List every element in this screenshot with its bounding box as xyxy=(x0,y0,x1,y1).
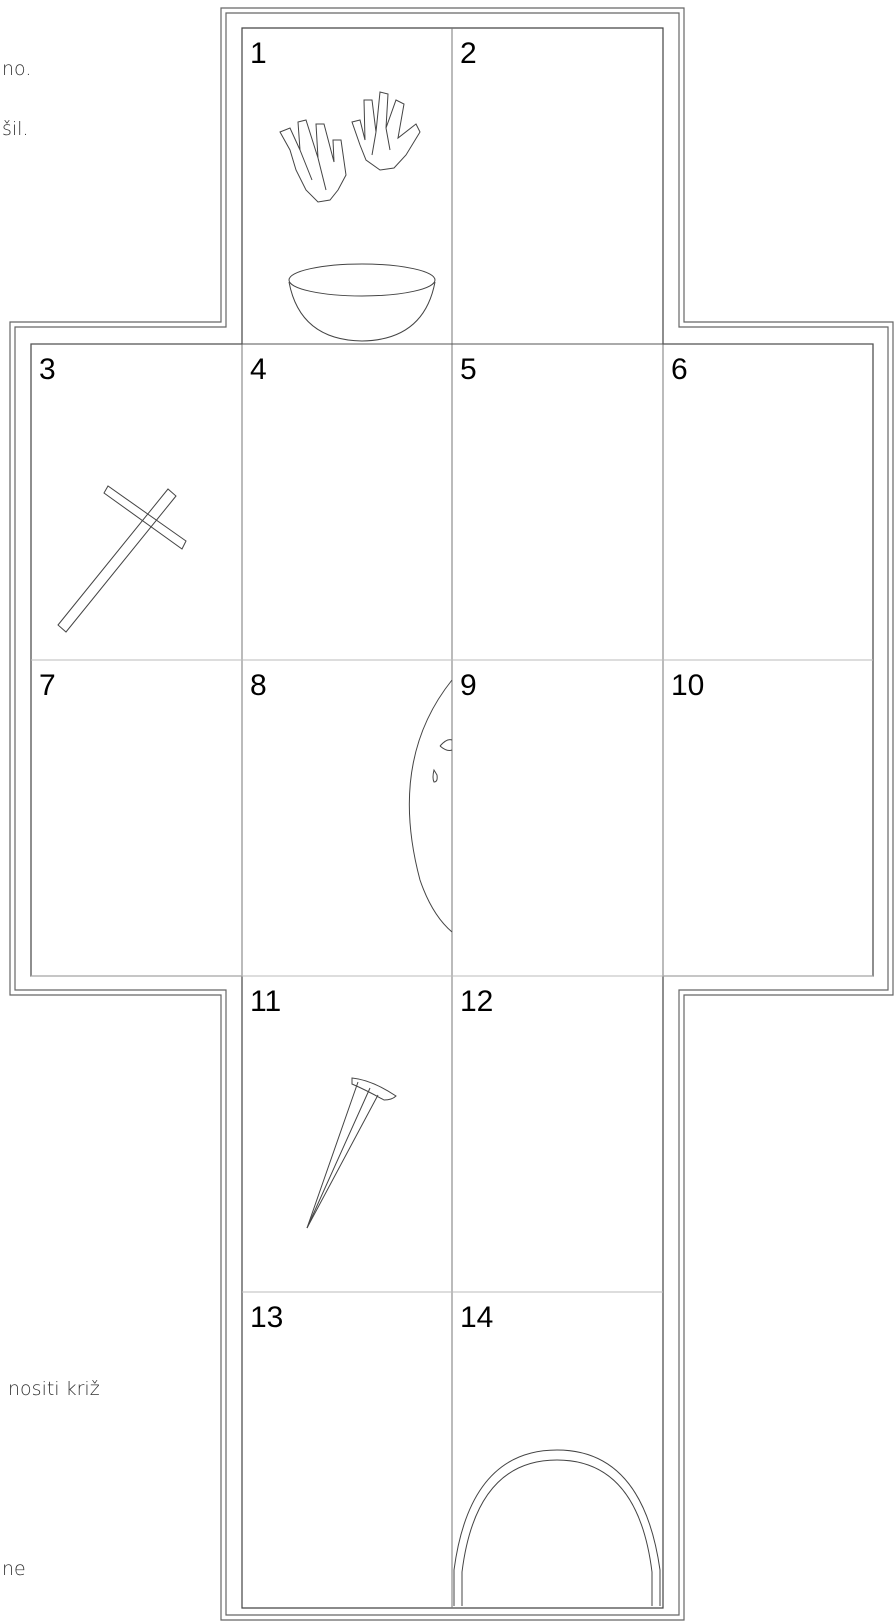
cell-number-10: 10 xyxy=(671,669,704,702)
cell-number-5: 5 xyxy=(460,353,477,386)
cell-number-13: 13 xyxy=(250,1301,283,1334)
cell-number-7: 7 xyxy=(39,669,56,702)
cell-number-8: 8 xyxy=(250,669,267,702)
cell-number-1: 1 xyxy=(250,37,267,70)
cell-number-2: 2 xyxy=(460,37,477,70)
cell-number-11: 11 xyxy=(250,985,281,1018)
cell-number-6: 6 xyxy=(671,353,688,386)
cell-number-3: 3 xyxy=(39,353,56,386)
nail-icon xyxy=(307,1078,396,1228)
tomb-arch-icon xyxy=(454,1450,660,1606)
cross-icon xyxy=(58,486,186,632)
cell-number-12: 12 xyxy=(460,985,493,1018)
hands-and-bowl-icon xyxy=(280,92,435,341)
face-with-tear-icon xyxy=(409,680,452,932)
cell-number-14: 14 xyxy=(460,1301,493,1334)
grid-lines xyxy=(31,28,873,1608)
cell-number-9: 9 xyxy=(460,669,477,702)
cell-number-4: 4 xyxy=(250,353,267,386)
